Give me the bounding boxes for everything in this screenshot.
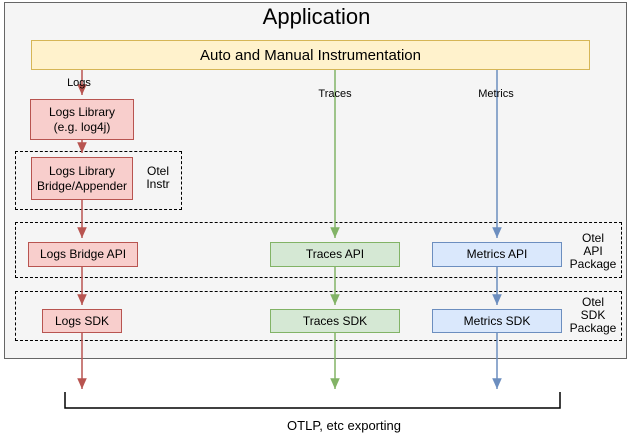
otel-instr-group-label: Otel Instr bbox=[146, 164, 170, 191]
metrics-api-box: Metrics API bbox=[432, 242, 562, 267]
logs-sdk-box: Logs SDK bbox=[42, 309, 122, 333]
export-bracket bbox=[64, 392, 561, 409]
application-title: Application bbox=[262, 4, 371, 29]
logs-library-line2: (e.g. log4j) bbox=[53, 119, 111, 134]
logs-library-line1: Logs Library bbox=[48, 104, 116, 119]
otel-sdk-package-group bbox=[15, 291, 622, 341]
logs-bridge-appender-box: Logs Library Bridge/Appender bbox=[31, 157, 133, 200]
traces-flow-label: Traces bbox=[318, 88, 352, 100]
otel-api-package-label: Otel API Package bbox=[569, 231, 617, 271]
metrics-sdk-box: Metrics SDK bbox=[432, 309, 562, 333]
logs-bridge-api-box: Logs Bridge API bbox=[28, 242, 138, 267]
logs-bridge-appender-line1: Logs Library bbox=[48, 163, 116, 178]
logs-flow-label: Logs bbox=[67, 77, 91, 89]
instrumentation-box: Auto and Manual Instrumentation bbox=[31, 40, 590, 70]
instrumentation-label: Auto and Manual Instrumentation bbox=[200, 46, 421, 64]
otel-api-package-group bbox=[15, 222, 622, 278]
metrics-flow-label: Metrics bbox=[478, 88, 514, 100]
traces-sdk-box: Traces SDK bbox=[270, 309, 400, 333]
logs-bridge-appender-line2: Bridge/Appender bbox=[36, 178, 128, 193]
export-label: OTLP, etc exporting bbox=[287, 418, 401, 433]
traces-api-box: Traces API bbox=[270, 242, 400, 267]
logs-library-box: Logs Library (e.g. log4j) bbox=[30, 99, 134, 140]
otel-sdk-package-label: Otel SDK Package bbox=[569, 295, 617, 335]
otel-instr-group bbox=[15, 151, 182, 210]
